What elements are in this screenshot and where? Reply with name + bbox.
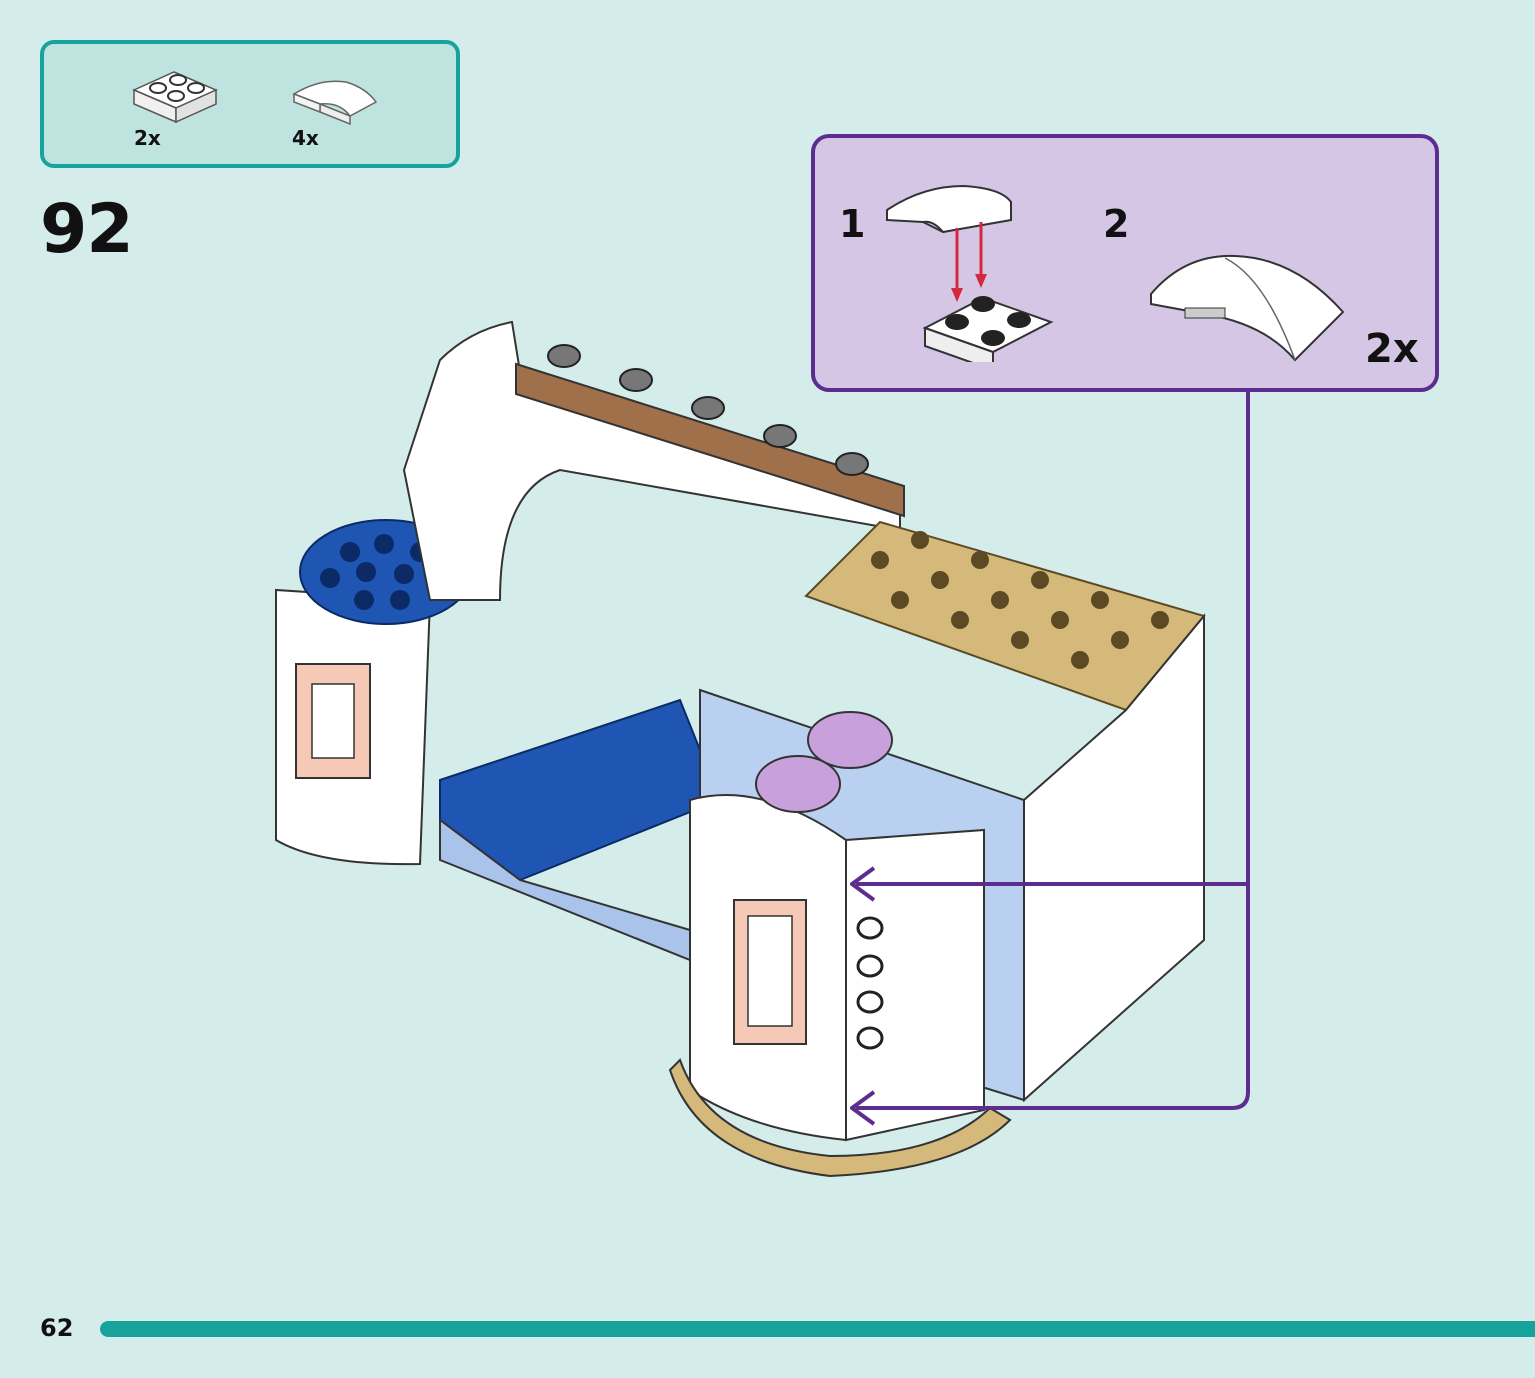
progress-bar-fill [100, 1321, 1535, 1337]
part-quantity: 2x [134, 126, 161, 150]
sub-assembly-quantity: 2x [1365, 326, 1419, 372]
sub-step-1-illustration [886, 184, 1054, 362]
sub-assembly-callout: 1 2 2x [811, 134, 1439, 392]
page-number: 62 [40, 1314, 74, 1342]
progress-bar [100, 1321, 1535, 1337]
sub-step-number: 1 [839, 202, 866, 246]
step-number: 92 [40, 190, 134, 269]
curved-slope-icon [292, 80, 378, 126]
sub-step-2-illustration [1150, 254, 1345, 362]
plate-2x2-icon [132, 71, 218, 124]
parts-list-box: 2x 4x [40, 40, 460, 168]
part-quantity: 4x [292, 126, 319, 150]
callout-arrow [850, 392, 1250, 1126]
sub-step-number: 2 [1103, 202, 1130, 246]
